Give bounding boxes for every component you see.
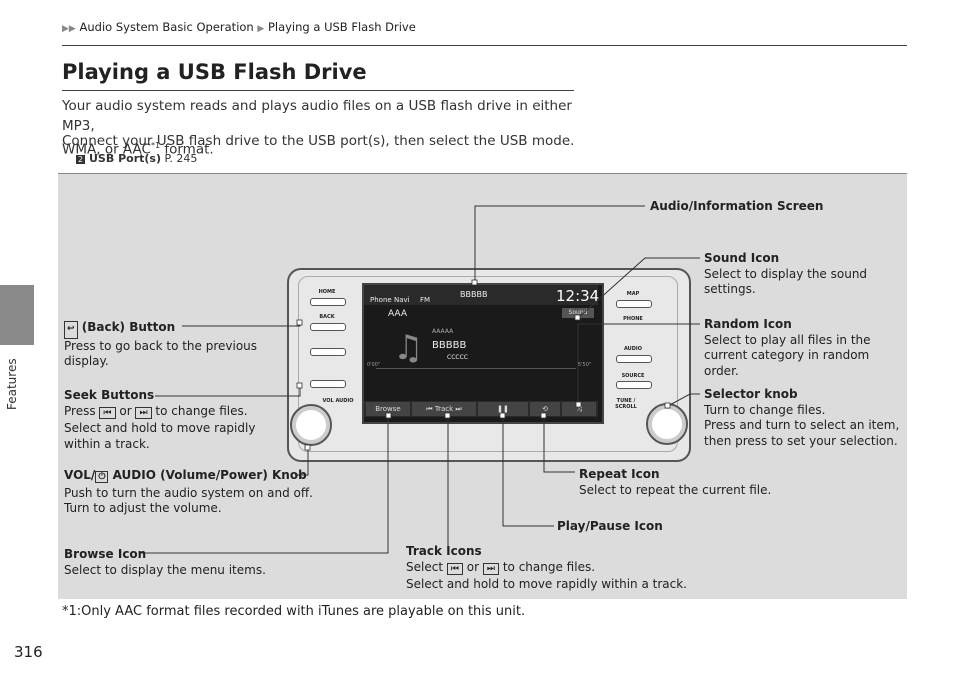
intro-line: Connect your USB flash drive to the USB …: [62, 133, 575, 149]
random-icon[interactable]: ⤨: [562, 402, 596, 416]
volume-power-knob[interactable]: [290, 404, 332, 446]
back-button[interactable]: [310, 323, 346, 331]
fm-shortcut[interactable]: FM: [420, 296, 431, 304]
status-track: BBBBB: [460, 290, 488, 299]
seek-buttons[interactable]: [310, 380, 346, 388]
breadcrumb-separator: ▶: [257, 24, 265, 34]
selector-knob[interactable]: [646, 403, 688, 445]
footnote-ref: *1: [150, 141, 161, 150]
back-icon: ↩: [64, 321, 78, 339]
back-button-label: BACK: [319, 314, 335, 320]
callout-volume-knob: VOL/⏻ AUDIO (Volume/Power) Knob Push to …: [64, 468, 313, 515]
phone-button-label: PHONE: [623, 316, 643, 322]
track-back-icon: ⏮: [446, 562, 463, 575]
callout-seek-buttons: Seek Buttons Press ⏮ or ⏭ to change file…: [64, 388, 256, 451]
album-name: AAA: [388, 309, 407, 319]
callout-audio-info-screen: Audio/Information Screen: [650, 199, 824, 213]
elapsed-time: 0'00": [367, 362, 381, 368]
track-icons[interactable]: ⏮ Track ⏭: [412, 402, 476, 416]
map-button[interactable]: [616, 300, 652, 308]
home-button[interactable]: [310, 298, 346, 306]
breadcrumb: ▶▶ Audio System Basic Operation ▶ Playin…: [62, 20, 416, 34]
artist-name: AAAAA: [432, 328, 454, 335]
navi-shortcut[interactable]: Navi: [394, 296, 410, 304]
prev-track-icon: ⏮: [426, 405, 433, 413]
browse-icon[interactable]: Browse: [366, 402, 410, 416]
source-button-label: SOURCE: [621, 373, 645, 379]
section-label: Features: [5, 358, 19, 410]
sound-icon[interactable]: Sound: [562, 308, 594, 318]
reference-icon: 2: [76, 155, 85, 164]
page-number: 316: [14, 643, 43, 661]
status-bar: [364, 285, 598, 305]
track-forward-icon: ⏭: [482, 562, 500, 575]
breadcrumb-item[interactable]: Playing a USB Flash Drive: [267, 20, 416, 34]
callout-track-icons: Track Icons Select ⏮ or ⏭ to change file…: [406, 544, 687, 591]
tune-scroll-label: TUNE / SCROLL: [615, 398, 637, 410]
track-label: Track: [434, 405, 454, 413]
reference-page: P. 245: [164, 152, 198, 165]
seek-back-icon: ⏮: [99, 406, 116, 419]
total-time: 5'50": [578, 362, 592, 368]
home-button-label: HOME: [318, 289, 336, 295]
section-tab: [0, 285, 34, 345]
callout-play-pause: Play/Pause Icon: [557, 519, 663, 533]
footnote: *1:Only AAC format files recorded with i…: [62, 604, 526, 619]
intro-line: format.: [160, 141, 214, 158]
title-rule: [62, 90, 574, 91]
breadcrumb-marker: ▶▶: [62, 24, 76, 34]
audio-information-screen[interactable]: [362, 283, 604, 424]
intro-line: Your audio system reads and plays audio …: [62, 98, 572, 134]
brightness-button[interactable]: [310, 348, 346, 356]
cross-reference[interactable]: 2 USB Port(s) P. 245: [76, 152, 197, 165]
top-rule: [62, 45, 907, 46]
seek-forward-icon: ⏭: [135, 406, 152, 419]
clock: 12:34: [556, 287, 600, 305]
power-icon: ⏻: [95, 471, 109, 483]
audio-button[interactable]: [616, 355, 652, 363]
page-title: Playing a USB Flash Drive: [62, 60, 367, 84]
map-button-label: MAP: [626, 291, 640, 297]
next-track-icon: ⏭: [455, 405, 462, 413]
intro-text: Your audio system reads and plays audio …: [62, 96, 582, 160]
repeat-icon[interactable]: ⟲: [530, 402, 560, 416]
music-note-icon: ♫: [393, 328, 424, 368]
reference-label: USB Port(s): [89, 152, 161, 165]
breadcrumb-item[interactable]: Audio System Basic Operation: [79, 20, 254, 34]
audio-button-label: AUDIO: [623, 346, 643, 352]
song-title: BBBBB: [432, 340, 467, 351]
phone-shortcut[interactable]: Phone: [370, 296, 392, 304]
progress-bar[interactable]: [376, 368, 576, 369]
play-pause-icon[interactable]: ❚❚: [478, 402, 528, 416]
song-sub: CCCCC: [447, 354, 468, 361]
intro-line: WMA, or AAC: [62, 141, 151, 158]
source-button[interactable]: [616, 381, 652, 389]
vol-audio-label: VOL AUDIO: [322, 398, 354, 404]
